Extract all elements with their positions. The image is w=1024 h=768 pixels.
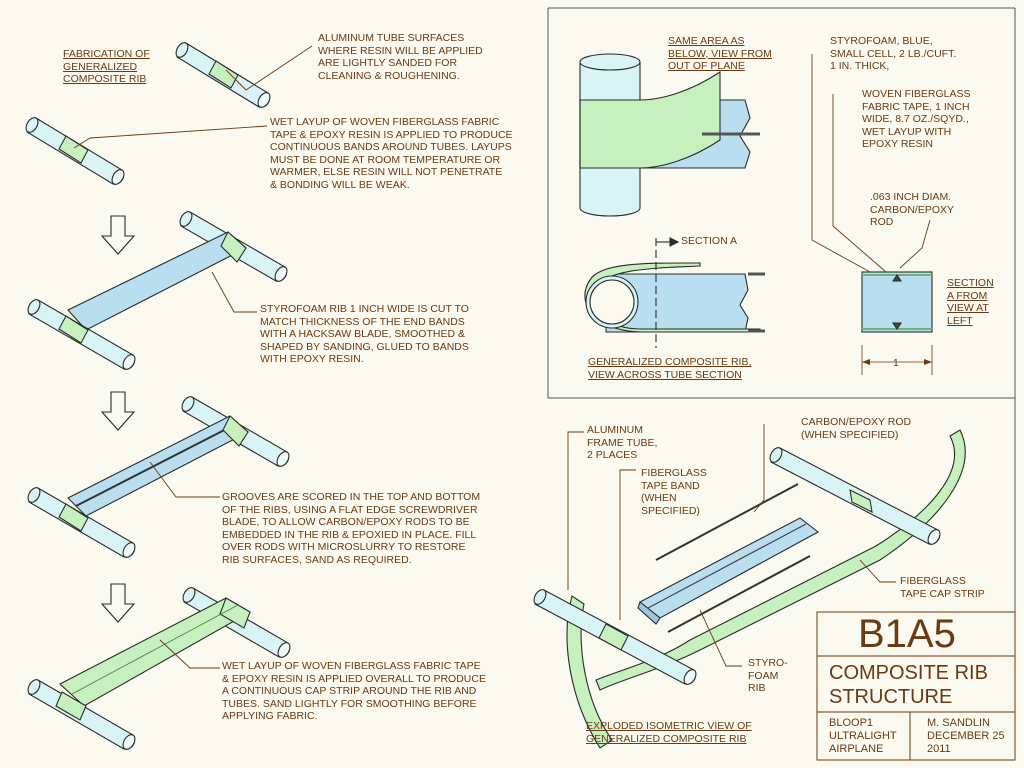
fabrication-title: FABRICATION OF GENERALIZED COMPOSITE RIB <box>63 48 150 85</box>
grooves-note: GROOVES ARE SCORED IN THE TOP AND BOTTOM… <box>222 491 481 566</box>
left-leaders <box>73 45 313 669</box>
fiberglass-tape-spec: WOVEN FIBERGLASS FABRIC TAPE, 1 INCH WID… <box>862 88 971 150</box>
exploded-leaders <box>567 424 896 667</box>
foam-rib-label: STYRO- FOAM RIB <box>748 657 788 694</box>
cap-strip-note: WET LAYUP OF WOVEN FIBERGLASS FABRIC TAP… <box>222 660 486 722</box>
step2-frame <box>27 211 288 370</box>
same-area-label: SAME AREA AS BELOW, VIEW FROM OUT OF PLA… <box>668 35 772 72</box>
drawing-title: COMPOSITE RIB STRUCTURE <box>829 662 988 708</box>
author-date: M. SANDLIN DECEMBER 25 2011 <box>927 717 1005 755</box>
rib-section <box>861 271 933 375</box>
project-name: BLOOP1 ULTRALIGHT AIRPLANE <box>829 717 897 755</box>
step1-tube-banded <box>25 117 125 185</box>
section-view <box>584 237 765 348</box>
step4-frame <box>27 587 291 750</box>
section-a-cut-label: SECTION A <box>681 235 738 247</box>
right-top-leaders <box>811 54 931 273</box>
styrofoam-spec: STYROFOAM, BLUE, SMALL CELL, 2 LB./CUFT.… <box>830 35 957 72</box>
carbon-rod-spec: .063 INCH DIAM. CARBON/EPOXY ROD <box>870 191 955 228</box>
cap-strip-label: FIBERGLASS TAPE CAP STRIP <box>900 575 985 600</box>
exploded-view <box>533 429 966 749</box>
step1-tube <box>175 42 271 108</box>
section-a-view-label: SECTION A FROM VIEW AT LEFT <box>947 277 994 327</box>
across-tube-caption: GENERALIZED COMPOSITE RIB, VIEW ACROSS T… <box>588 356 752 381</box>
exploded-caption: EXPLODED ISOMETRIC VIEW OF GENERALIZED C… <box>586 720 752 745</box>
step3-frame <box>27 396 290 558</box>
frame-tube-label: ALUMINUM FRAME TUBE, 2 PLACES <box>587 424 658 461</box>
drawing-number: B1A5 <box>858 612 956 656</box>
process-arrows <box>100 215 136 623</box>
panel-borders <box>547 7 1016 760</box>
tape-band-label: FIBERGLASS TAPE BAND (WHEN SPECIFIED) <box>641 467 707 517</box>
side-view <box>579 53 760 217</box>
styrofoam-rib-note: STYROFOAM RIB 1 INCH WIDE IS CUT TO MATC… <box>260 303 469 365</box>
title-block-frame <box>816 611 1016 761</box>
wet-layup-bands-note: WET LAYUP OF WOVEN FIBERGLASS FABRIC TAP… <box>270 116 513 191</box>
dimension-label: 1 <box>893 357 899 369</box>
carbon-rod-label: CARBON/EPOXY ROD (WHEN SPECIFIED) <box>801 416 912 441</box>
aluminum-surfaces-note: ALUMINUM TUBE SURFACES WHERE RESIN WILL … <box>318 32 483 82</box>
